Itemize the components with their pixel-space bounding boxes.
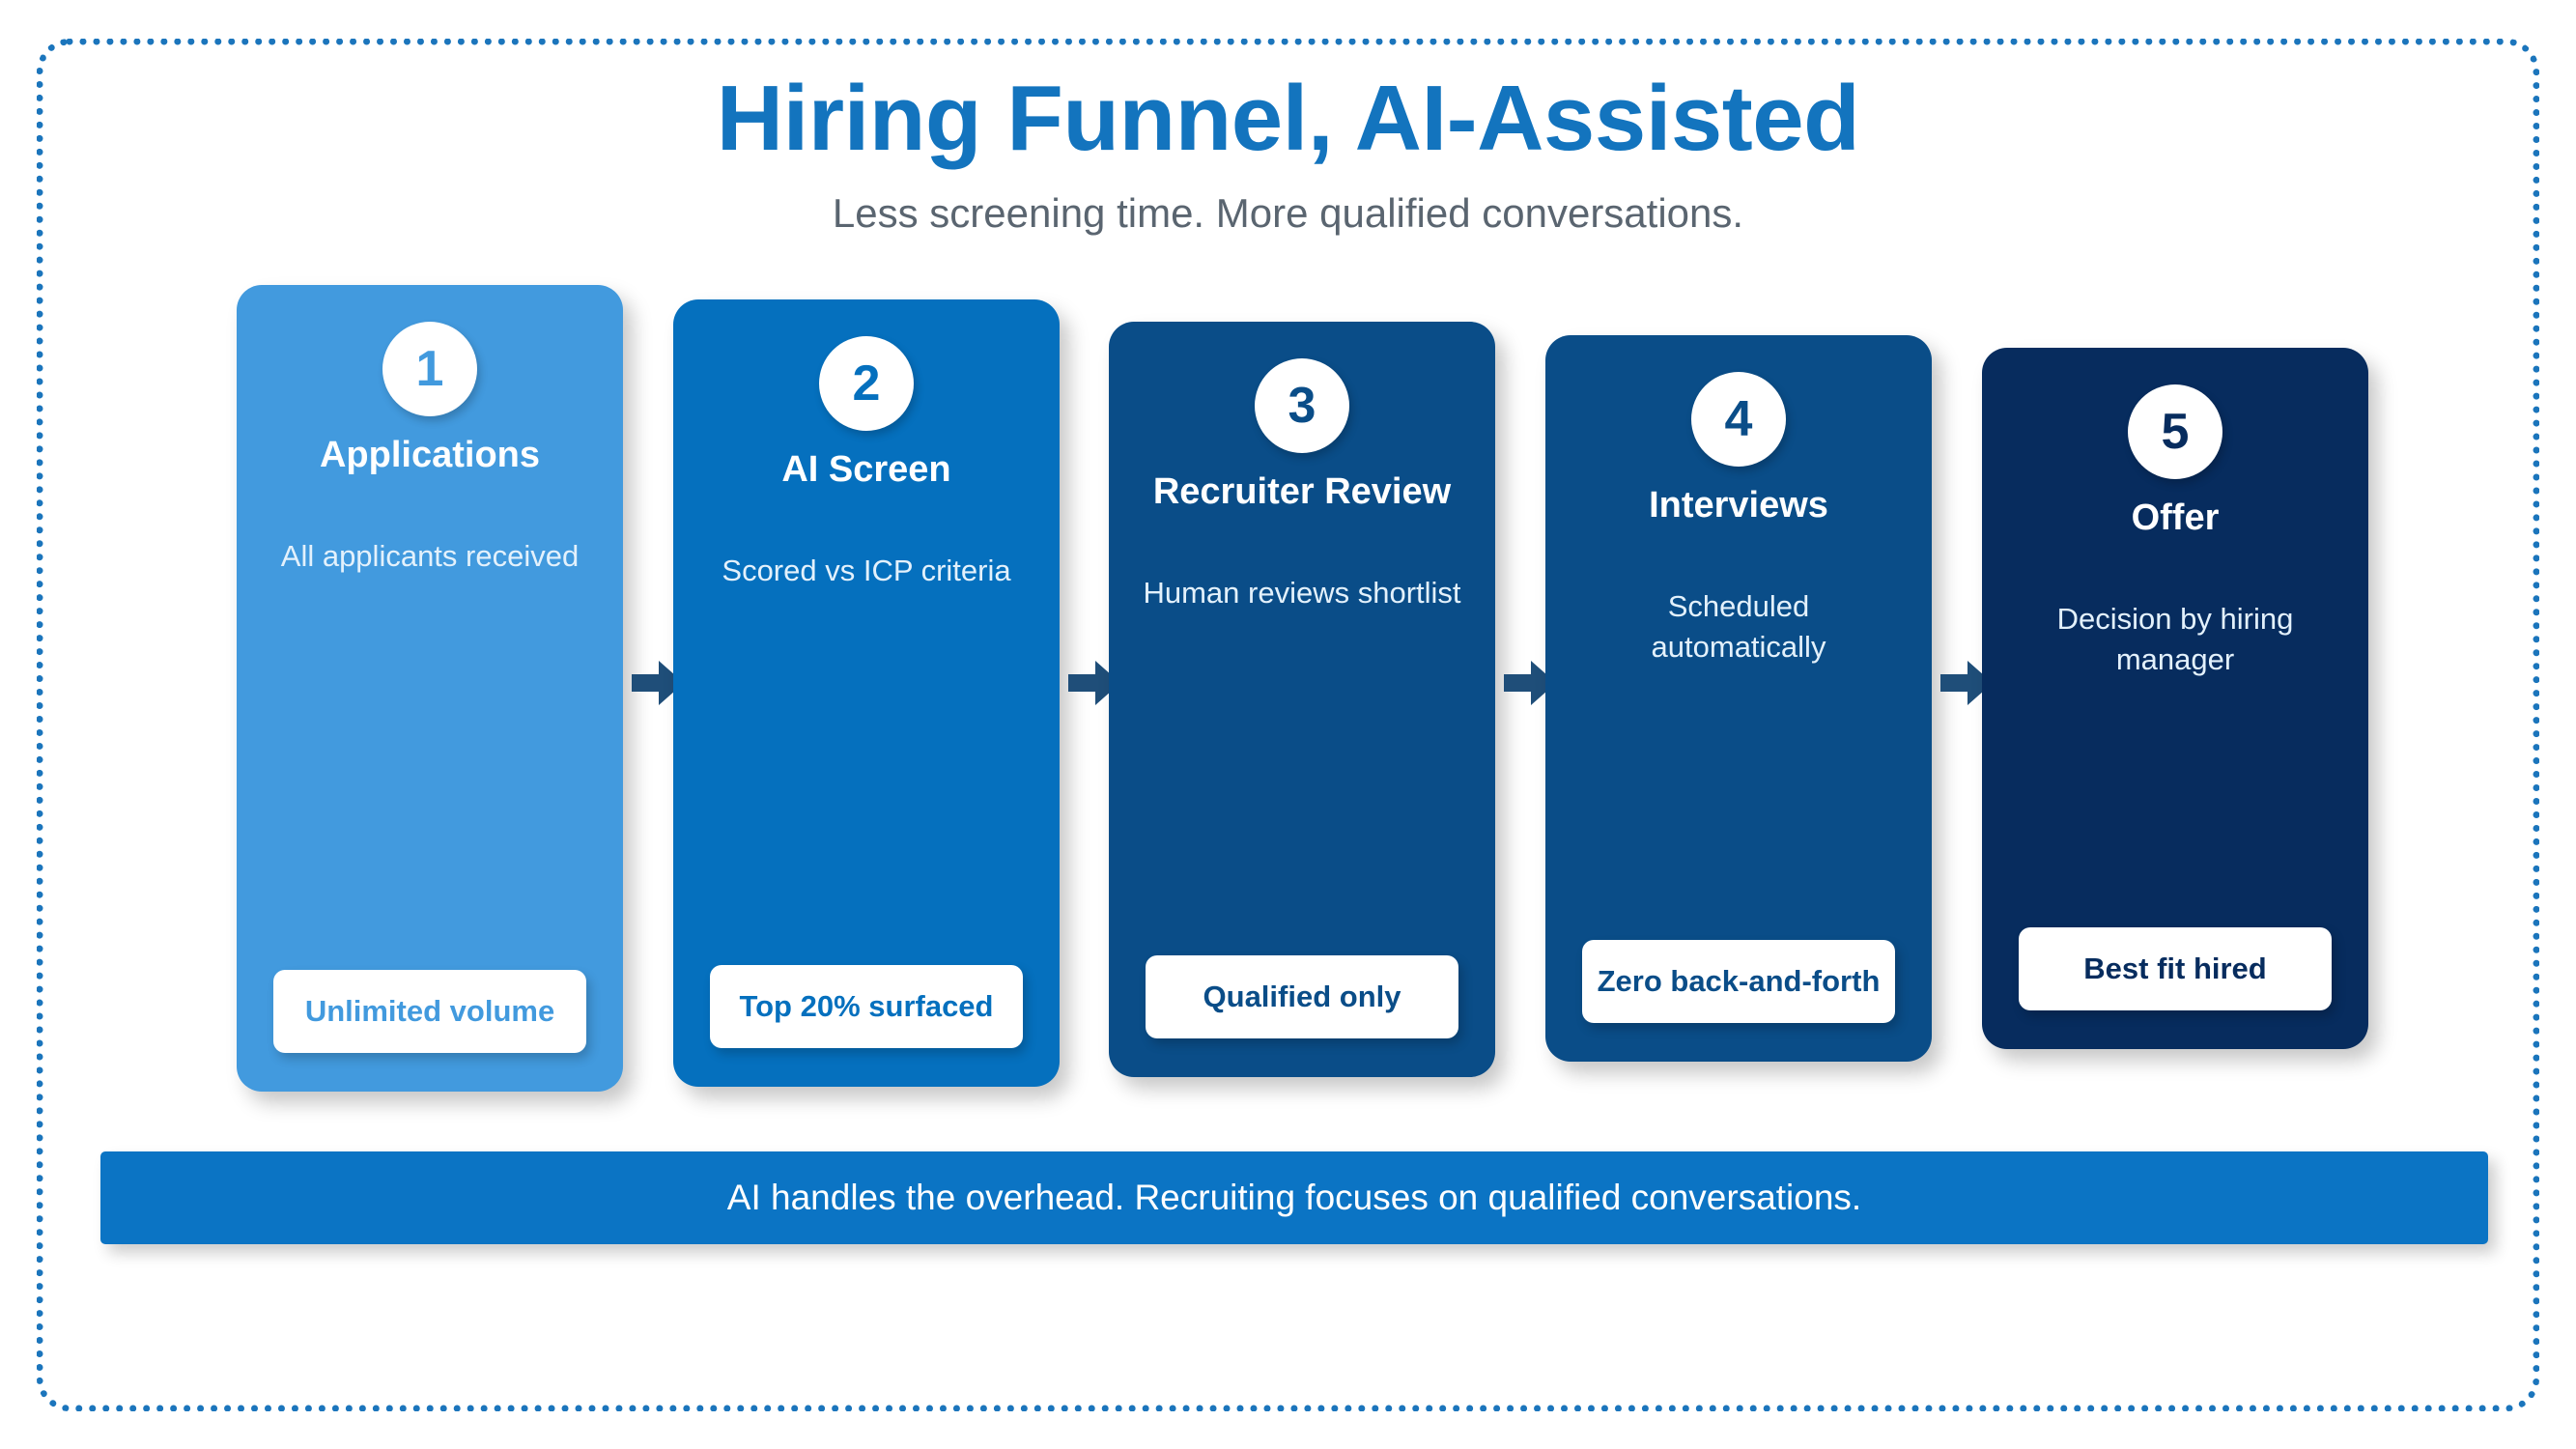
funnel-stage-card-5[interactable]: 5 Offer Decision by hiring manager Best …	[1982, 348, 2368, 1049]
stage-number-4: 4	[1724, 391, 1753, 447]
stage-pill-label-5: Best fit hired	[2083, 952, 2267, 986]
stage-title-5: Offer	[2131, 497, 2220, 538]
stage-pill-3[interactable]: Qualified only	[1146, 955, 1458, 1038]
stage-description-5: Decision by hiring manager	[2056, 602, 2294, 676]
slide-header: Hiring Funnel, AI-Assisted Less screenin…	[0, 70, 2576, 238]
flow-arrow-icon-1	[630, 655, 686, 711]
stage-title-3: Recruiter Review	[1152, 471, 1452, 512]
page-title: Hiring Funnel, AI-Assisted	[716, 67, 1860, 170]
flow-arrow-icon-3	[1502, 655, 1558, 711]
stage-number-1: 1	[415, 341, 444, 397]
stage-description-4: Scheduled automatically	[1651, 589, 1826, 664]
stage-description-3: Human reviews shortlist	[1143, 576, 1461, 610]
stage-number-badge-5: 5	[2128, 384, 2222, 479]
funnel-stage-card-3[interactable]: 3 Recruiter Review Human reviews shortli…	[1109, 322, 1495, 1077]
stage-number-badge-3: 3	[1255, 358, 1349, 453]
stage-number-badge-2: 2	[819, 336, 914, 431]
stage-pill-label-2: Top 20% surfaced	[739, 989, 994, 1024]
page-subtitle: Less screening time. More qualified conv…	[832, 189, 1744, 236]
stage-number-3: 3	[1288, 378, 1316, 434]
stage-number-5: 5	[2161, 404, 2190, 460]
funnel-stage-card-1[interactable]: 1 Applications All applicants received U…	[237, 285, 623, 1092]
stage-number-badge-1: 1	[382, 322, 477, 416]
stage-pill-4[interactable]: Zero back-and-forth	[1582, 940, 1895, 1023]
stage-pill-label-3: Qualified only	[1203, 980, 1401, 1014]
stage-pill-label-1: Unlimited volume	[304, 994, 555, 1029]
stage-number-badge-4: 4	[1691, 372, 1786, 467]
stage-pill-5[interactable]: Best fit hired	[2019, 927, 2332, 1010]
stage-pill-2[interactable]: Top 20% surfaced	[710, 965, 1023, 1048]
funnel-stage-card-4[interactable]: 4 Interviews Scheduled automatically Zer…	[1545, 335, 1932, 1062]
stage-title-2: AI Screen	[781, 449, 951, 490]
stage-pill-1[interactable]: Unlimited volume	[273, 970, 586, 1053]
funnel-stage-card-2[interactable]: 2 AI Screen Scored vs ICP criteria Top 2…	[673, 299, 1060, 1087]
stage-description-2: Scored vs ICP criteria	[722, 554, 1011, 587]
stage-number-2: 2	[852, 355, 881, 412]
footer-banner: AI handles the overhead. Recruiting focu…	[100, 1151, 2488, 1244]
stage-title-1: Applications	[319, 435, 541, 475]
stage-pill-label-4: Zero back-and-forth	[1597, 964, 1881, 999]
stage-title-4: Interviews	[1649, 485, 1828, 526]
stage-description-1: All applicants received	[280, 539, 580, 573]
footer-banner-text: AI handles the overhead. Recruiting focu…	[726, 1178, 1862, 1217]
flow-arrow-icon-4	[1939, 655, 1995, 711]
flow-arrow-icon-2	[1066, 655, 1122, 711]
